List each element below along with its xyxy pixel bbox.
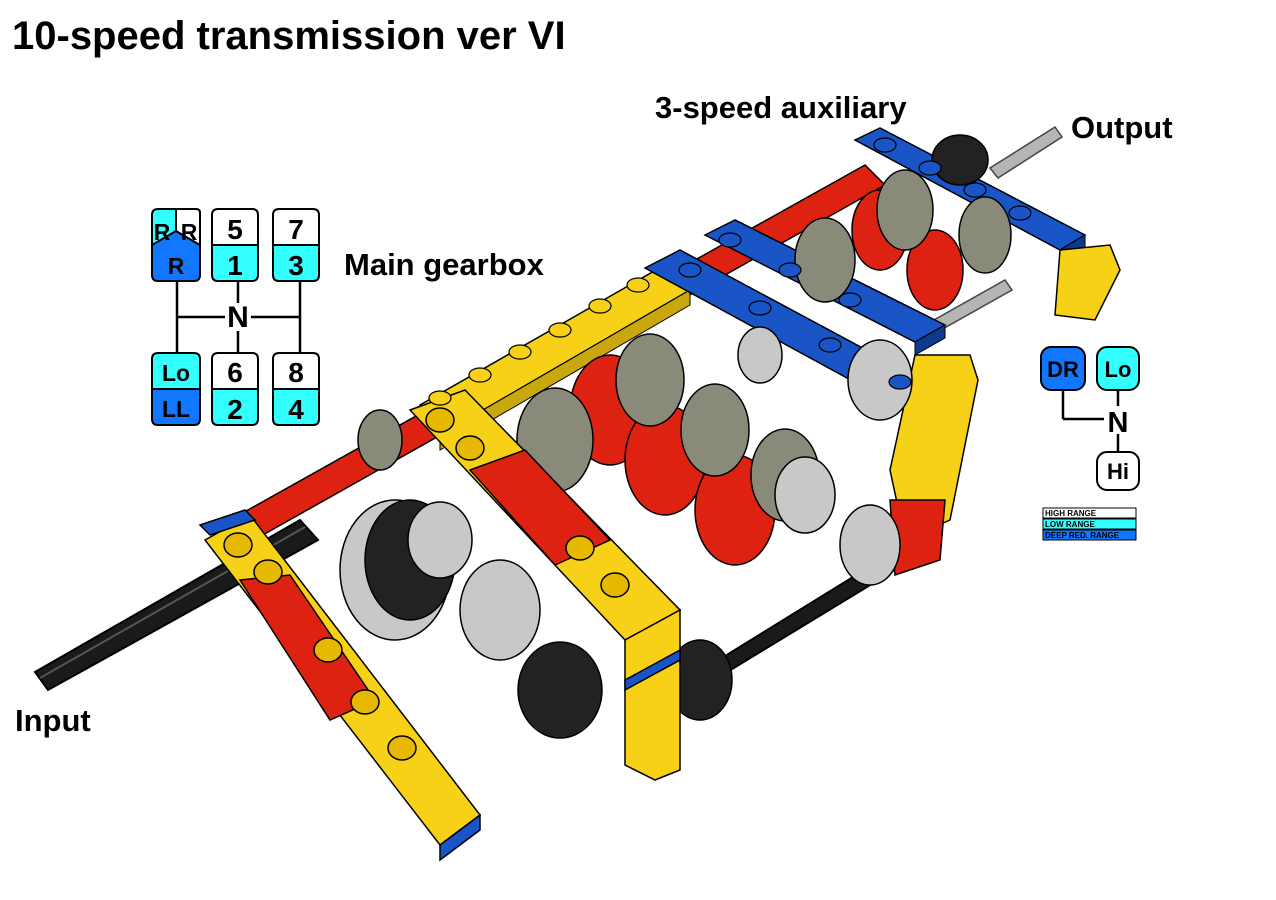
svg-text:5: 5: [227, 214, 243, 245]
svg-text:Hi: Hi: [1107, 459, 1129, 484]
svg-text:Lo: Lo: [1105, 357, 1132, 382]
aux-lo-box: Lo: [1096, 346, 1140, 391]
svg-text:LL: LL: [162, 396, 190, 422]
gear-box-8-4: 8 4: [272, 352, 320, 426]
gear-cluster: [339, 134, 1012, 739]
input-end-beam: [198, 509, 482, 862]
svg-text:HIGH RANGE: HIGH RANGE: [1045, 509, 1097, 518]
shift-gate-lines: [175, 281, 302, 353]
svg-text:4: 4: [288, 394, 304, 425]
legend-high-range: HIGH RANGE: [1042, 507, 1137, 519]
beam-studs: [428, 277, 650, 406]
svg-text:LOW RANGE: LOW RANGE: [1045, 520, 1095, 529]
page-title: 10-speed transmission ver VI: [12, 14, 566, 58]
range-legend: HIGH RANGE LOW RANGE DEEP RED. RANGE: [1042, 507, 1137, 541]
aux-hi-box: Hi: [1096, 451, 1140, 491]
output-label: Output: [1071, 110, 1173, 145]
gear-box-5-1: 5 1: [211, 208, 259, 282]
aux-shift-pattern: DR Lo N Hi: [1040, 346, 1140, 491]
reverse-gear-box: R R R: [151, 208, 201, 282]
main-shift-pattern: R R R 5 1 7 3 N Lo LL 6 2 8 4: [151, 208, 320, 426]
right-yellow-blocks: [889, 244, 1121, 577]
svg-text:8: 8: [288, 357, 304, 388]
auxiliary-label: 3-speed auxiliary: [655, 90, 907, 125]
svg-text:1: 1: [227, 250, 243, 281]
legend-low-range: LOW RANGE: [1042, 518, 1137, 530]
svg-text:7: 7: [288, 214, 304, 245]
blue-studs: [678, 137, 1032, 390]
svg-text:2: 2: [227, 394, 243, 425]
reverse-bottom: R: [168, 253, 185, 279]
input-label: Input: [15, 703, 91, 738]
neutral-label: N: [227, 301, 249, 334]
svg-text:DEEP RED. RANGE: DEEP RED. RANGE: [1045, 531, 1120, 540]
aux-neutral-label: N: [1108, 407, 1129, 439]
reverse-top-right: R: [181, 219, 198, 245]
legend-deep-red-range: DEEP RED. RANGE: [1042, 529, 1137, 541]
svg-text:DR: DR: [1047, 357, 1079, 382]
svg-text:Lo: Lo: [162, 360, 190, 386]
svg-text:6: 6: [227, 357, 243, 388]
aux-dr-box: DR: [1040, 346, 1086, 391]
gear-box-lo-ll: Lo LL: [151, 352, 201, 426]
gear-box-7-3: 7 3: [272, 208, 320, 282]
reverse-top-left: R: [154, 219, 171, 245]
beam-holes: [223, 407, 630, 761]
gear-box-6-2: 6 2: [211, 352, 259, 426]
main-gearbox-label: Main gearbox: [344, 247, 544, 282]
svg-text:3: 3: [288, 250, 304, 281]
